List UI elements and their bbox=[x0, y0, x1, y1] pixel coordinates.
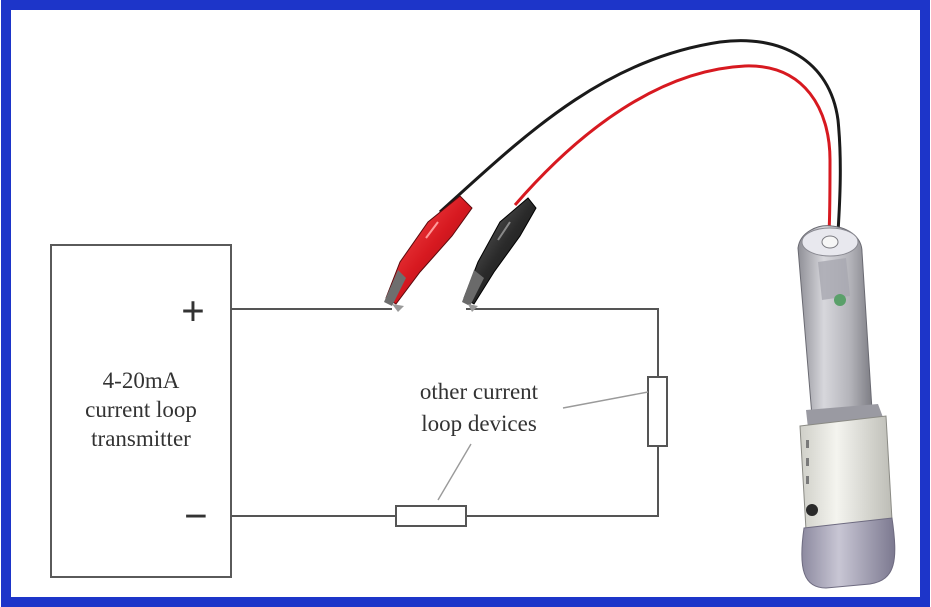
transmitter-label-line1: 4-20mA bbox=[103, 368, 180, 393]
transmitter-box bbox=[50, 244, 232, 578]
leader-line-right bbox=[562, 391, 649, 409]
top-wire-right bbox=[466, 308, 659, 377]
minus-symbol: − bbox=[184, 494, 208, 540]
resistor-icon bbox=[395, 505, 467, 527]
red-alligator-clip-icon bbox=[384, 195, 473, 312]
transmitter-label-line3: transmitter bbox=[91, 426, 191, 451]
leader-line-bottom bbox=[437, 443, 472, 501]
devices-label-line2: loop devices bbox=[421, 411, 537, 436]
red-lead-wire bbox=[513, 64, 832, 233]
data-logger-icon bbox=[797, 225, 896, 589]
devices-label-line1: other current bbox=[420, 379, 539, 404]
plus-symbol: + bbox=[181, 289, 205, 335]
resistor-icon bbox=[647, 376, 668, 447]
black-alligator-clip-icon bbox=[462, 197, 537, 312]
transmitter-label-line2: current loop bbox=[85, 397, 197, 422]
black-lead-wire bbox=[438, 39, 842, 233]
right-wire-lower bbox=[466, 446, 659, 517]
